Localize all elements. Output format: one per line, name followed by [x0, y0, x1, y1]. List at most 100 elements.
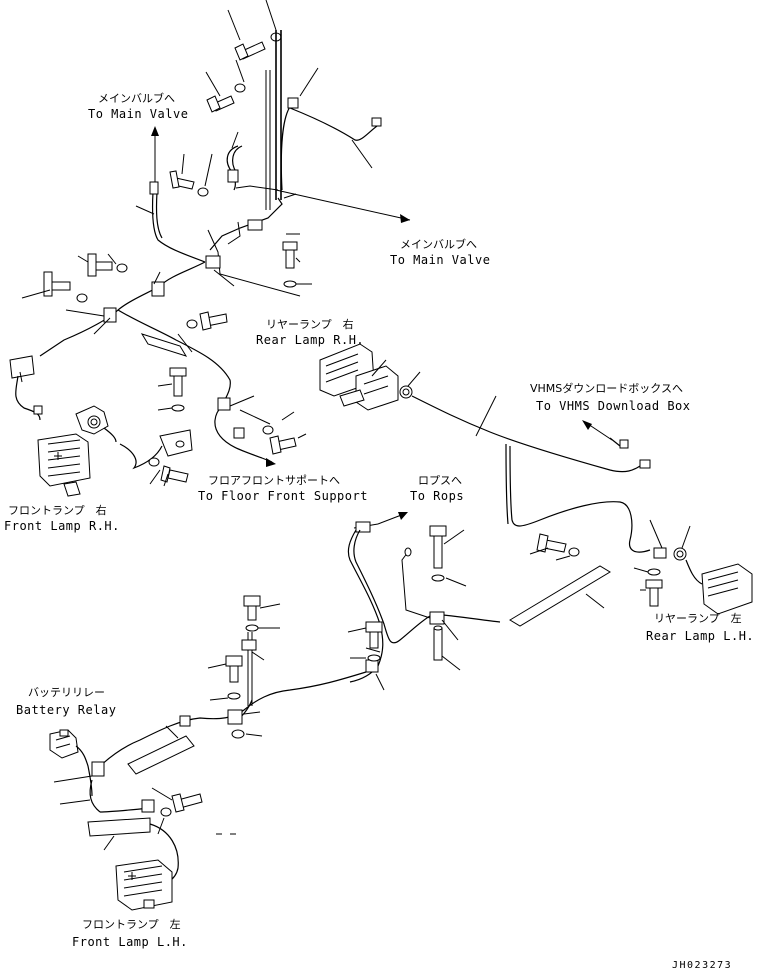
bolt-icon — [225, 655, 243, 683]
label-en: To Main Valve — [88, 107, 188, 121]
label-en: Front Lamp L.H. — [72, 935, 188, 949]
fitting-icon — [227, 169, 239, 183]
label-jp: VHMSダウンロードボックスへ — [530, 381, 683, 395]
label-rear-lamp-lh: リヤーランプ 左 Rear Lamp L.H. — [646, 612, 754, 643]
washer-icon — [234, 83, 246, 93]
connector-icon — [33, 405, 43, 415]
bolt-icon — [365, 621, 383, 649]
bolt-icon — [282, 241, 298, 269]
clamp-icon — [653, 547, 667, 559]
washer-icon — [171, 404, 185, 412]
connector-icon — [143, 899, 155, 909]
connector-icon — [619, 439, 629, 449]
washer-icon — [76, 293, 88, 303]
clamp-icon — [247, 219, 263, 231]
bolt-icon — [234, 41, 266, 61]
washer-icon — [262, 425, 274, 435]
label-en: To Floor Front Support — [198, 489, 368, 503]
protector-tube-icon — [509, 565, 611, 627]
label-en: Rear Lamp R.H. — [256, 333, 364, 347]
clamp-icon — [241, 639, 257, 651]
label-en: To Main Valve — [390, 253, 490, 267]
front-lamp-rh-icon — [37, 433, 91, 497]
clamp-icon — [355, 521, 371, 533]
clamp-icon — [141, 799, 155, 813]
protector-tube-icon — [87, 817, 151, 837]
washer-icon — [245, 624, 259, 632]
label-front-lamp-lh: フロントランプ 左 Front Lamp L.H. — [72, 918, 188, 949]
bolt-icon — [206, 95, 235, 113]
label-rear-lamp-rh: リヤーランプ 右 Rear Lamp R.H. — [256, 317, 364, 347]
battery-relay-icon — [49, 729, 79, 759]
washer-icon — [227, 692, 241, 700]
bolt-icon — [160, 465, 189, 483]
rear-lamp-lh-icon — [701, 563, 753, 615]
label-en: To VHMS Download Box — [536, 399, 691, 413]
clamp-icon — [205, 255, 221, 269]
bolt-icon — [536, 533, 567, 553]
clamp-icon — [429, 611, 445, 625]
label-jp: フロントランプ 右 — [8, 503, 107, 517]
washer-icon — [148, 457, 160, 467]
label-main-valve-top: メインバルブへ To Main Valve — [88, 91, 188, 121]
washer-icon — [116, 263, 128, 273]
bolt-icon — [429, 525, 447, 569]
front-lamp-lh-icon — [115, 859, 173, 911]
rear-harness — [319, 343, 753, 691]
label-jp: メインバルブへ — [400, 237, 477, 251]
clamp-icon — [227, 709, 243, 725]
bolt-icon — [171, 793, 203, 813]
connector-icon — [9, 355, 35, 379]
bolt-icon — [169, 367, 187, 397]
label-floor-front-support: フロアフロントサポートへ To Floor Front Support — [198, 474, 368, 503]
washer-icon — [568, 547, 580, 557]
bolt-icon — [199, 311, 228, 331]
connector-icon — [371, 117, 382, 127]
washer-icon — [197, 187, 209, 197]
bolt-icon — [243, 595, 261, 621]
grommet-icon — [231, 729, 245, 739]
clamp-icon — [179, 715, 191, 727]
horn-icon — [75, 405, 109, 435]
lower-harness — [49, 595, 367, 911]
washer-icon — [431, 574, 445, 582]
rear-lamp-rh-icon — [319, 343, 399, 411]
bolt-icon — [43, 271, 71, 297]
clamp-icon — [365, 659, 379, 673]
bolt-icon — [645, 579, 663, 607]
bolt-icon — [87, 253, 113, 277]
label-jp: フロアフロントサポートへ — [208, 474, 340, 487]
washer-icon — [186, 319, 198, 329]
label-jp: バッテリリレー — [28, 686, 105, 699]
clamp-icon — [217, 397, 231, 411]
bolt-icon — [269, 435, 297, 455]
connector-icon — [233, 427, 245, 439]
protector-tube-icon — [140, 333, 188, 357]
label-en: Rear Lamp L.H. — [646, 629, 754, 643]
clamp-icon — [151, 281, 165, 297]
washer-icon — [160, 807, 172, 817]
label-front-lamp-rh: フロントランプ 右 Front Lamp R.H. — [4, 503, 120, 533]
washer-icon — [647, 568, 661, 576]
label-jp: ロプスへ — [418, 474, 462, 487]
label-jp: リヤーランプ 右 — [266, 317, 354, 331]
label-jp: メインバルブへ — [98, 91, 175, 105]
label-main-valve-right: メインバルブへ To Main Valve — [390, 237, 490, 267]
fitting-icon — [149, 181, 159, 195]
washer-icon — [367, 654, 381, 662]
label-en: Front Lamp R.H. — [4, 519, 120, 533]
drawing-code: JH023273 — [672, 960, 732, 971]
clamp-icon — [91, 761, 105, 777]
label-en: Battery Relay — [16, 703, 116, 717]
label-jp: リヤーランプ 左 — [654, 612, 742, 625]
protector-tube-icon — [127, 735, 195, 775]
label-vhms: VHMSダウンロードボックスへ To VHMS Download Box — [530, 381, 691, 413]
label-battery-relay: バッテリリレー Battery Relay — [16, 686, 116, 717]
clamp-icon — [287, 97, 299, 109]
bolt-icon — [169, 170, 195, 190]
label-rops: ロプスへ To Rops — [410, 474, 464, 503]
label-en: To Rops — [410, 489, 464, 503]
clip-icon — [404, 547, 412, 557]
upper-harness — [9, 0, 411, 497]
